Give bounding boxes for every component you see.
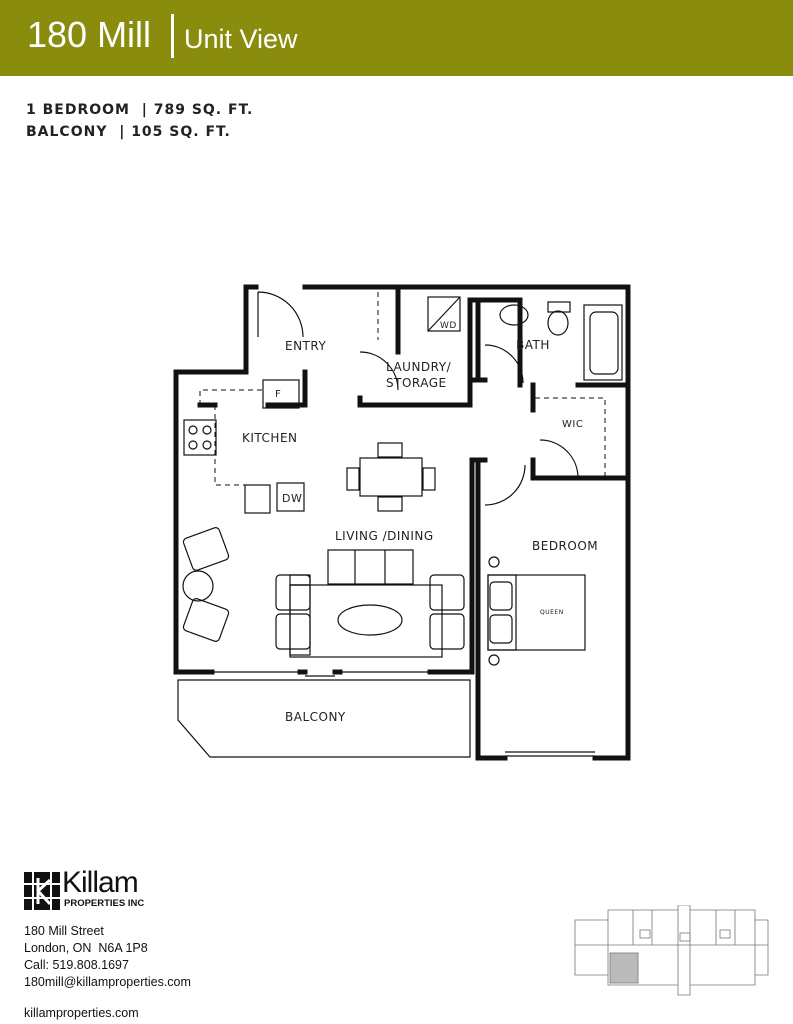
room-label-storage: STORAGE bbox=[386, 376, 447, 390]
email-link[interactable]: 180mill@killamproperties.com bbox=[24, 975, 191, 989]
company-name: Killam bbox=[62, 866, 139, 899]
unit-highlight bbox=[609, 952, 639, 984]
room-label-bath: BATH bbox=[516, 338, 550, 352]
phone: Call: 519.808.1697 bbox=[24, 958, 129, 972]
contact-info: 180 Mill Street London, ON N6A 1P8 Call:… bbox=[24, 923, 191, 991]
building-key-plan bbox=[574, 905, 769, 996]
building-name: 180 Mill bbox=[27, 14, 152, 55]
killam-logo: Killam PROPERTIES INC bbox=[24, 866, 144, 914]
fridge-label: F bbox=[275, 389, 281, 400]
room-label-kitchen: KITCHEN bbox=[242, 431, 298, 445]
room-label-bedroom: BEDROOM bbox=[532, 539, 598, 553]
unit-size: 1 BEDROOM | 789 SQ. FT. bbox=[26, 102, 254, 118]
balcony-size: BALCONY | 105 SQ. FT. bbox=[26, 124, 231, 140]
unit-specs: 1 BEDROOM | 789 SQ. FT. BALCONY | 105 SQ… bbox=[26, 99, 253, 143]
website-link[interactable]: killamproperties.com bbox=[24, 1006, 139, 1020]
page-subtitle: Unit View bbox=[184, 24, 298, 54]
city: London, ON N6A 1P8 bbox=[24, 941, 148, 955]
bed-label: QUEEN bbox=[540, 609, 564, 616]
dishwasher-label: DW bbox=[282, 492, 302, 505]
room-label-wic: WIC bbox=[562, 419, 583, 430]
room-label-living: LIVING /DINING bbox=[335, 529, 434, 543]
logo-mark-icon bbox=[24, 872, 60, 910]
room-label-entry: ENTRY bbox=[285, 339, 326, 353]
divider bbox=[171, 14, 174, 58]
address: 180 Mill Street bbox=[24, 924, 104, 938]
company-subtitle: PROPERTIES INC bbox=[64, 898, 145, 909]
room-label-laundry: LAUNDRY/ bbox=[386, 360, 452, 374]
room-label-balcony: BALCONY bbox=[285, 710, 346, 724]
header-banner: 180 Mill Unit View bbox=[0, 0, 793, 76]
washer-dryer-label: WD bbox=[440, 321, 457, 331]
